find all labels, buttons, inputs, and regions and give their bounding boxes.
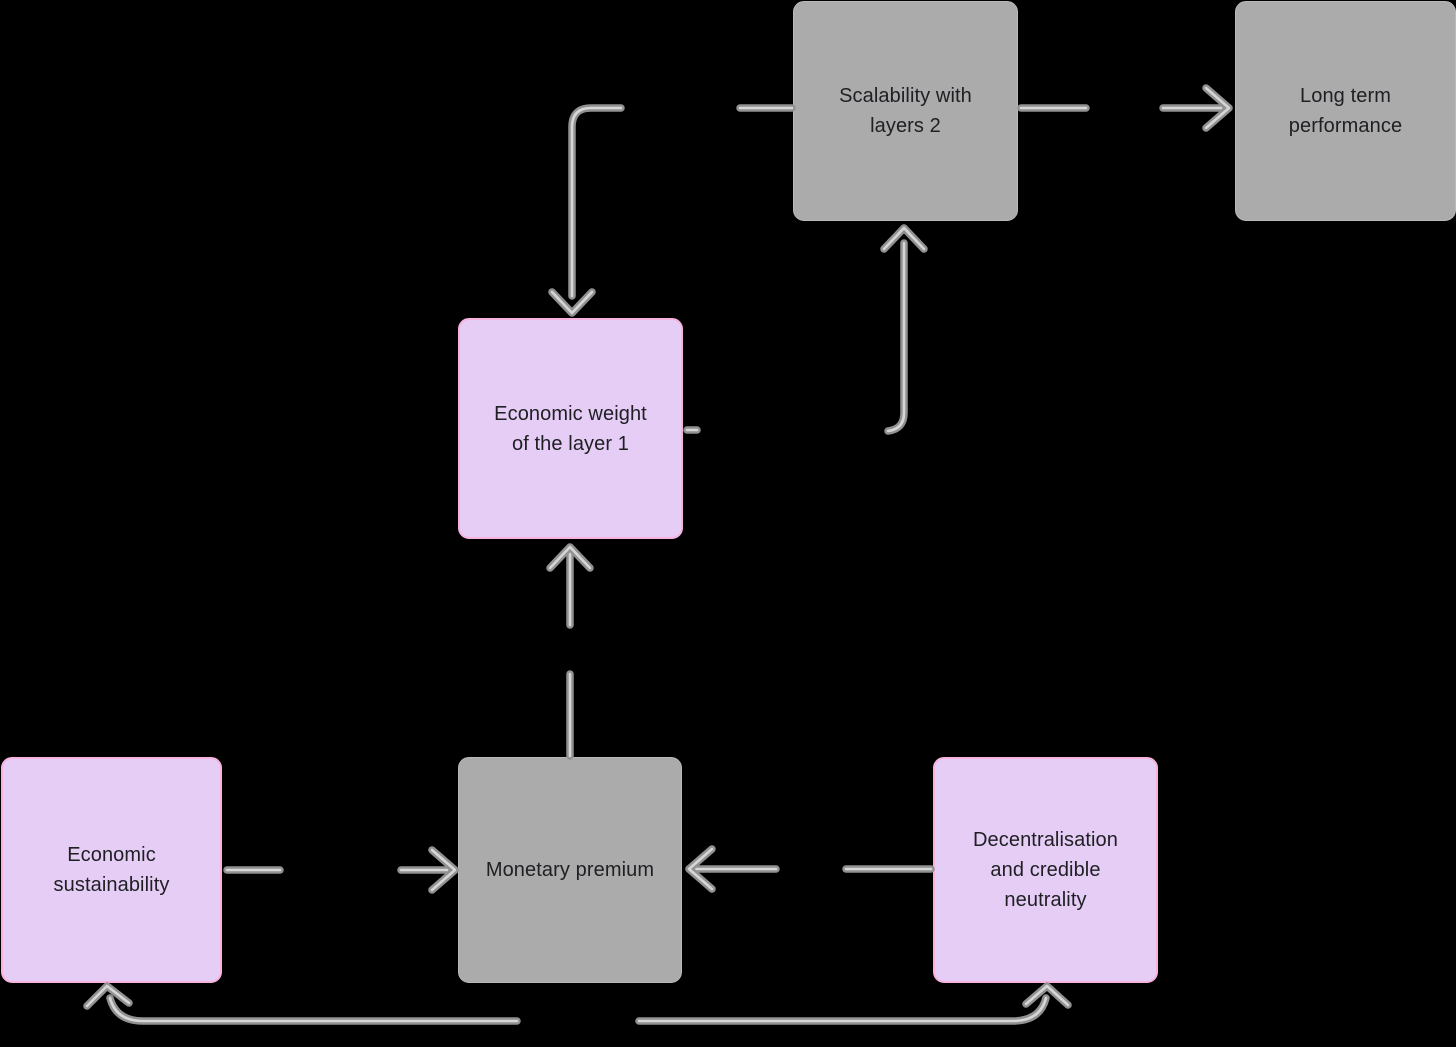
- arrow-scalability-to-long-term: [1017, 84, 1233, 132]
- node-decentralisation-and-credible-neutrality: Decentralisation and credible neutrality: [933, 757, 1158, 983]
- arrow-monetary-premium-to-economic-weight: [546, 543, 594, 760]
- node-scalability-with-layers-2: Scalability with layers 2: [793, 1, 1018, 221]
- node-label-line: Economic weight: [494, 402, 647, 425]
- arrow-bottom-to-decentralisation: [635, 982, 1072, 1025]
- node-economic-sustainability: Economic sustainability: [1, 757, 222, 983]
- node-monetary-premium: Monetary premium: [458, 757, 682, 983]
- node-label-line: layers 2: [870, 115, 941, 137]
- node-label-line: neutrality: [1004, 889, 1087, 911]
- arrow-bottom-to-economic-sustainability: [83, 982, 521, 1025]
- node-label-line: Scalability with: [839, 85, 972, 107]
- node-label-line: Monetary premium: [485, 859, 655, 881]
- node-long-term-performance: Long term performance: [1235, 1, 1456, 221]
- node-label-line: Economic: [67, 844, 156, 866]
- node-label-line: performance: [1288, 115, 1403, 137]
- arrow-economic-weight-to-scalability: [683, 224, 928, 435]
- node-economic-weight-of-the-layer-1: Economic weight of the layer 1: [458, 318, 683, 539]
- arrow-scalability-to-economic-weight: [548, 104, 796, 317]
- node-label-line: Long term: [1300, 85, 1391, 107]
- node-label-line: of the layer 1: [511, 432, 630, 455]
- arrow-decentralisation-to-monetary-premium: [685, 845, 935, 893]
- node-label-line: and credible: [990, 859, 1101, 881]
- node-label-line: Decentralisation: [972, 829, 1118, 851]
- arrow-economic-sustainability-to-monetary-premium: [223, 846, 459, 894]
- node-label-line: sustainability: [53, 874, 170, 896]
